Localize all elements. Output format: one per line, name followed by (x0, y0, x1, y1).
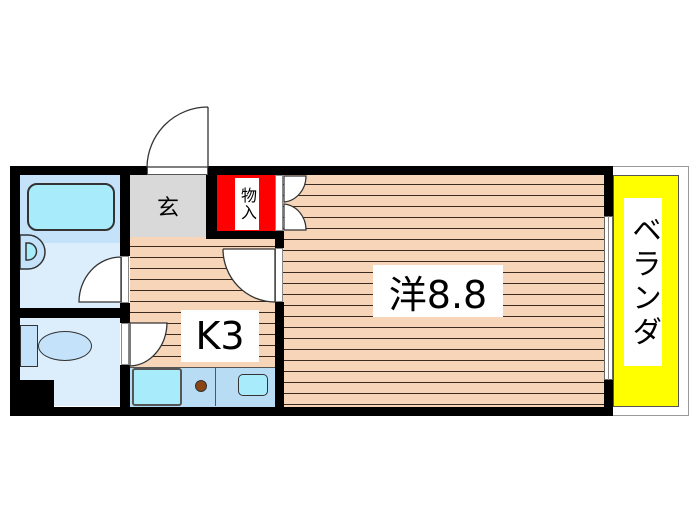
wall-bath-toilet (10, 308, 130, 318)
toilet-bowl-icon (38, 331, 92, 361)
closet-door-frame[interactable] (275, 175, 283, 231)
wall-kitchen-western-top (275, 231, 284, 248)
room-door-swing-icon[interactable] (222, 248, 277, 304)
front-door-swing-icon[interactable] (145, 105, 210, 170)
veranda-label: ベランダ (624, 198, 662, 366)
wall-bottom (10, 407, 613, 416)
kitchen-label: K3 (181, 310, 259, 362)
wall-kitchen-western-bottom (275, 302, 284, 412)
pipe-shaft (20, 380, 54, 407)
window-divider (608, 216, 609, 380)
veranda-label-text: ベランダ (626, 214, 661, 350)
entrance-floor (130, 175, 206, 237)
wall-left (10, 166, 20, 416)
counter-divider (215, 368, 216, 406)
bath-door-swing-icon[interactable] (78, 256, 122, 304)
storage-label: 物入 (235, 178, 259, 230)
wall-top-right (208, 166, 613, 175)
fridge-space (132, 368, 182, 406)
stove-icon (195, 380, 207, 392)
bath-door-frame[interactable] (121, 256, 129, 303)
wall-storage-bottom (206, 231, 283, 239)
toilet-door-swing-icon[interactable] (129, 322, 169, 368)
western-room-label: 洋8.8 (373, 265, 503, 317)
bathtub (27, 183, 115, 231)
entrance-label: 玄 (156, 196, 179, 221)
wall-bath-kitchen-mid (120, 303, 130, 323)
toilet-tank (20, 325, 38, 367)
closet-door-swing-icon[interactable] (283, 175, 309, 233)
wall-bath-kitchen-bottom (120, 365, 130, 415)
storage-label-text: 物入 (238, 187, 257, 221)
kitchen-sink (238, 374, 268, 396)
wall-entrance-storage (206, 166, 217, 238)
wall-right-top (604, 166, 613, 216)
wall-top-left (10, 166, 147, 175)
wash-basin-icon (19, 234, 46, 270)
wall-bath-kitchen-top (120, 166, 130, 256)
wall-right-bottom (604, 380, 613, 416)
toilet-door-frame[interactable] (121, 323, 129, 365)
